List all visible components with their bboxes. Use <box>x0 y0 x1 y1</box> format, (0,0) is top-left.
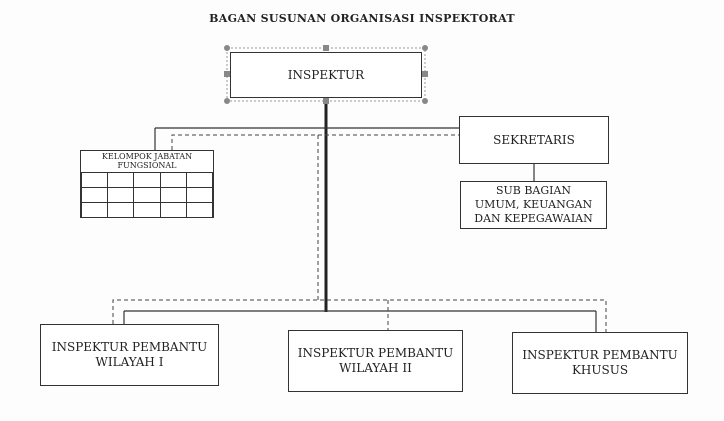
kelompok-grid-cell <box>159 202 187 218</box>
sub-bagian-box[interactable]: SUB BAGIAN UMUM, KEUANGAN DAN KEPEGAWAIA… <box>460 181 607 229</box>
kelompok-grid-cell <box>185 172 214 188</box>
kelompok-grid-cell <box>107 202 135 218</box>
coordination-dashed-line <box>171 134 459 150</box>
kelompok-grid-row <box>80 187 214 203</box>
kelompok-grid-cell <box>107 187 135 203</box>
kelompok-jabatan-box[interactable]: KELOMPOK JABATAN FUNGSIONAL <box>80 150 214 218</box>
sekretaris-label: SEKRETARIS <box>493 132 575 147</box>
kelompok-grid <box>80 172 214 218</box>
kelompok-grid-cell <box>133 202 161 218</box>
inspektur-box[interactable]: INSPEKTUR <box>230 52 422 98</box>
kelompok-grid-cell <box>80 172 109 188</box>
sekretaris-box[interactable]: SEKRETARIS <box>459 116 609 164</box>
khusus-label: INSPEKTUR PEMBANTU KHUSUS <box>522 348 678 377</box>
wilayah-1-box[interactable]: INSPEKTUR PEMBANTU WILAYAH I <box>40 324 219 386</box>
wilayah-2-label: INSPEKTUR PEMBANTU WILAYAH II <box>297 346 454 375</box>
wilayah-2-box[interactable]: INSPEKTUR PEMBANTU WILAYAH II <box>288 330 463 392</box>
kelompok-grid-cell <box>159 187 187 203</box>
kelompok-grid-row <box>80 172 214 188</box>
kelompok-grid-cell <box>185 187 214 203</box>
kelompok-grid-row <box>80 202 214 218</box>
chart-title: BAGAN SUSUNAN ORGANISASI INSPEKTORAT <box>209 12 515 25</box>
kelompok-grid-cell <box>133 187 161 203</box>
kelompok-grid-cell <box>159 172 187 188</box>
khusus-box[interactable]: INSPEKTUR PEMBANTU KHUSUS <box>512 332 688 394</box>
kelompok-grid-cell <box>80 202 109 218</box>
kelompok-grid-cell <box>80 187 109 203</box>
sub-bagian-label: SUB BAGIAN UMUM, KEUANGAN DAN KEPEGAWAIA… <box>474 184 593 225</box>
kelompok-jabatan-label: KELOMPOK JABATAN FUNGSIONAL <box>101 152 193 170</box>
kelompok-grid-cell <box>133 172 161 188</box>
kelompok-grid-cell <box>185 202 214 218</box>
selection-handles <box>224 45 428 104</box>
kelompok-grid-cell <box>107 172 135 188</box>
bottom-dashed-line <box>112 299 607 332</box>
wilayah-1-label: INSPEKTUR PEMBANTU WILAYAH I <box>51 340 208 369</box>
inspektur-label: INSPEKTUR <box>287 67 365 82</box>
